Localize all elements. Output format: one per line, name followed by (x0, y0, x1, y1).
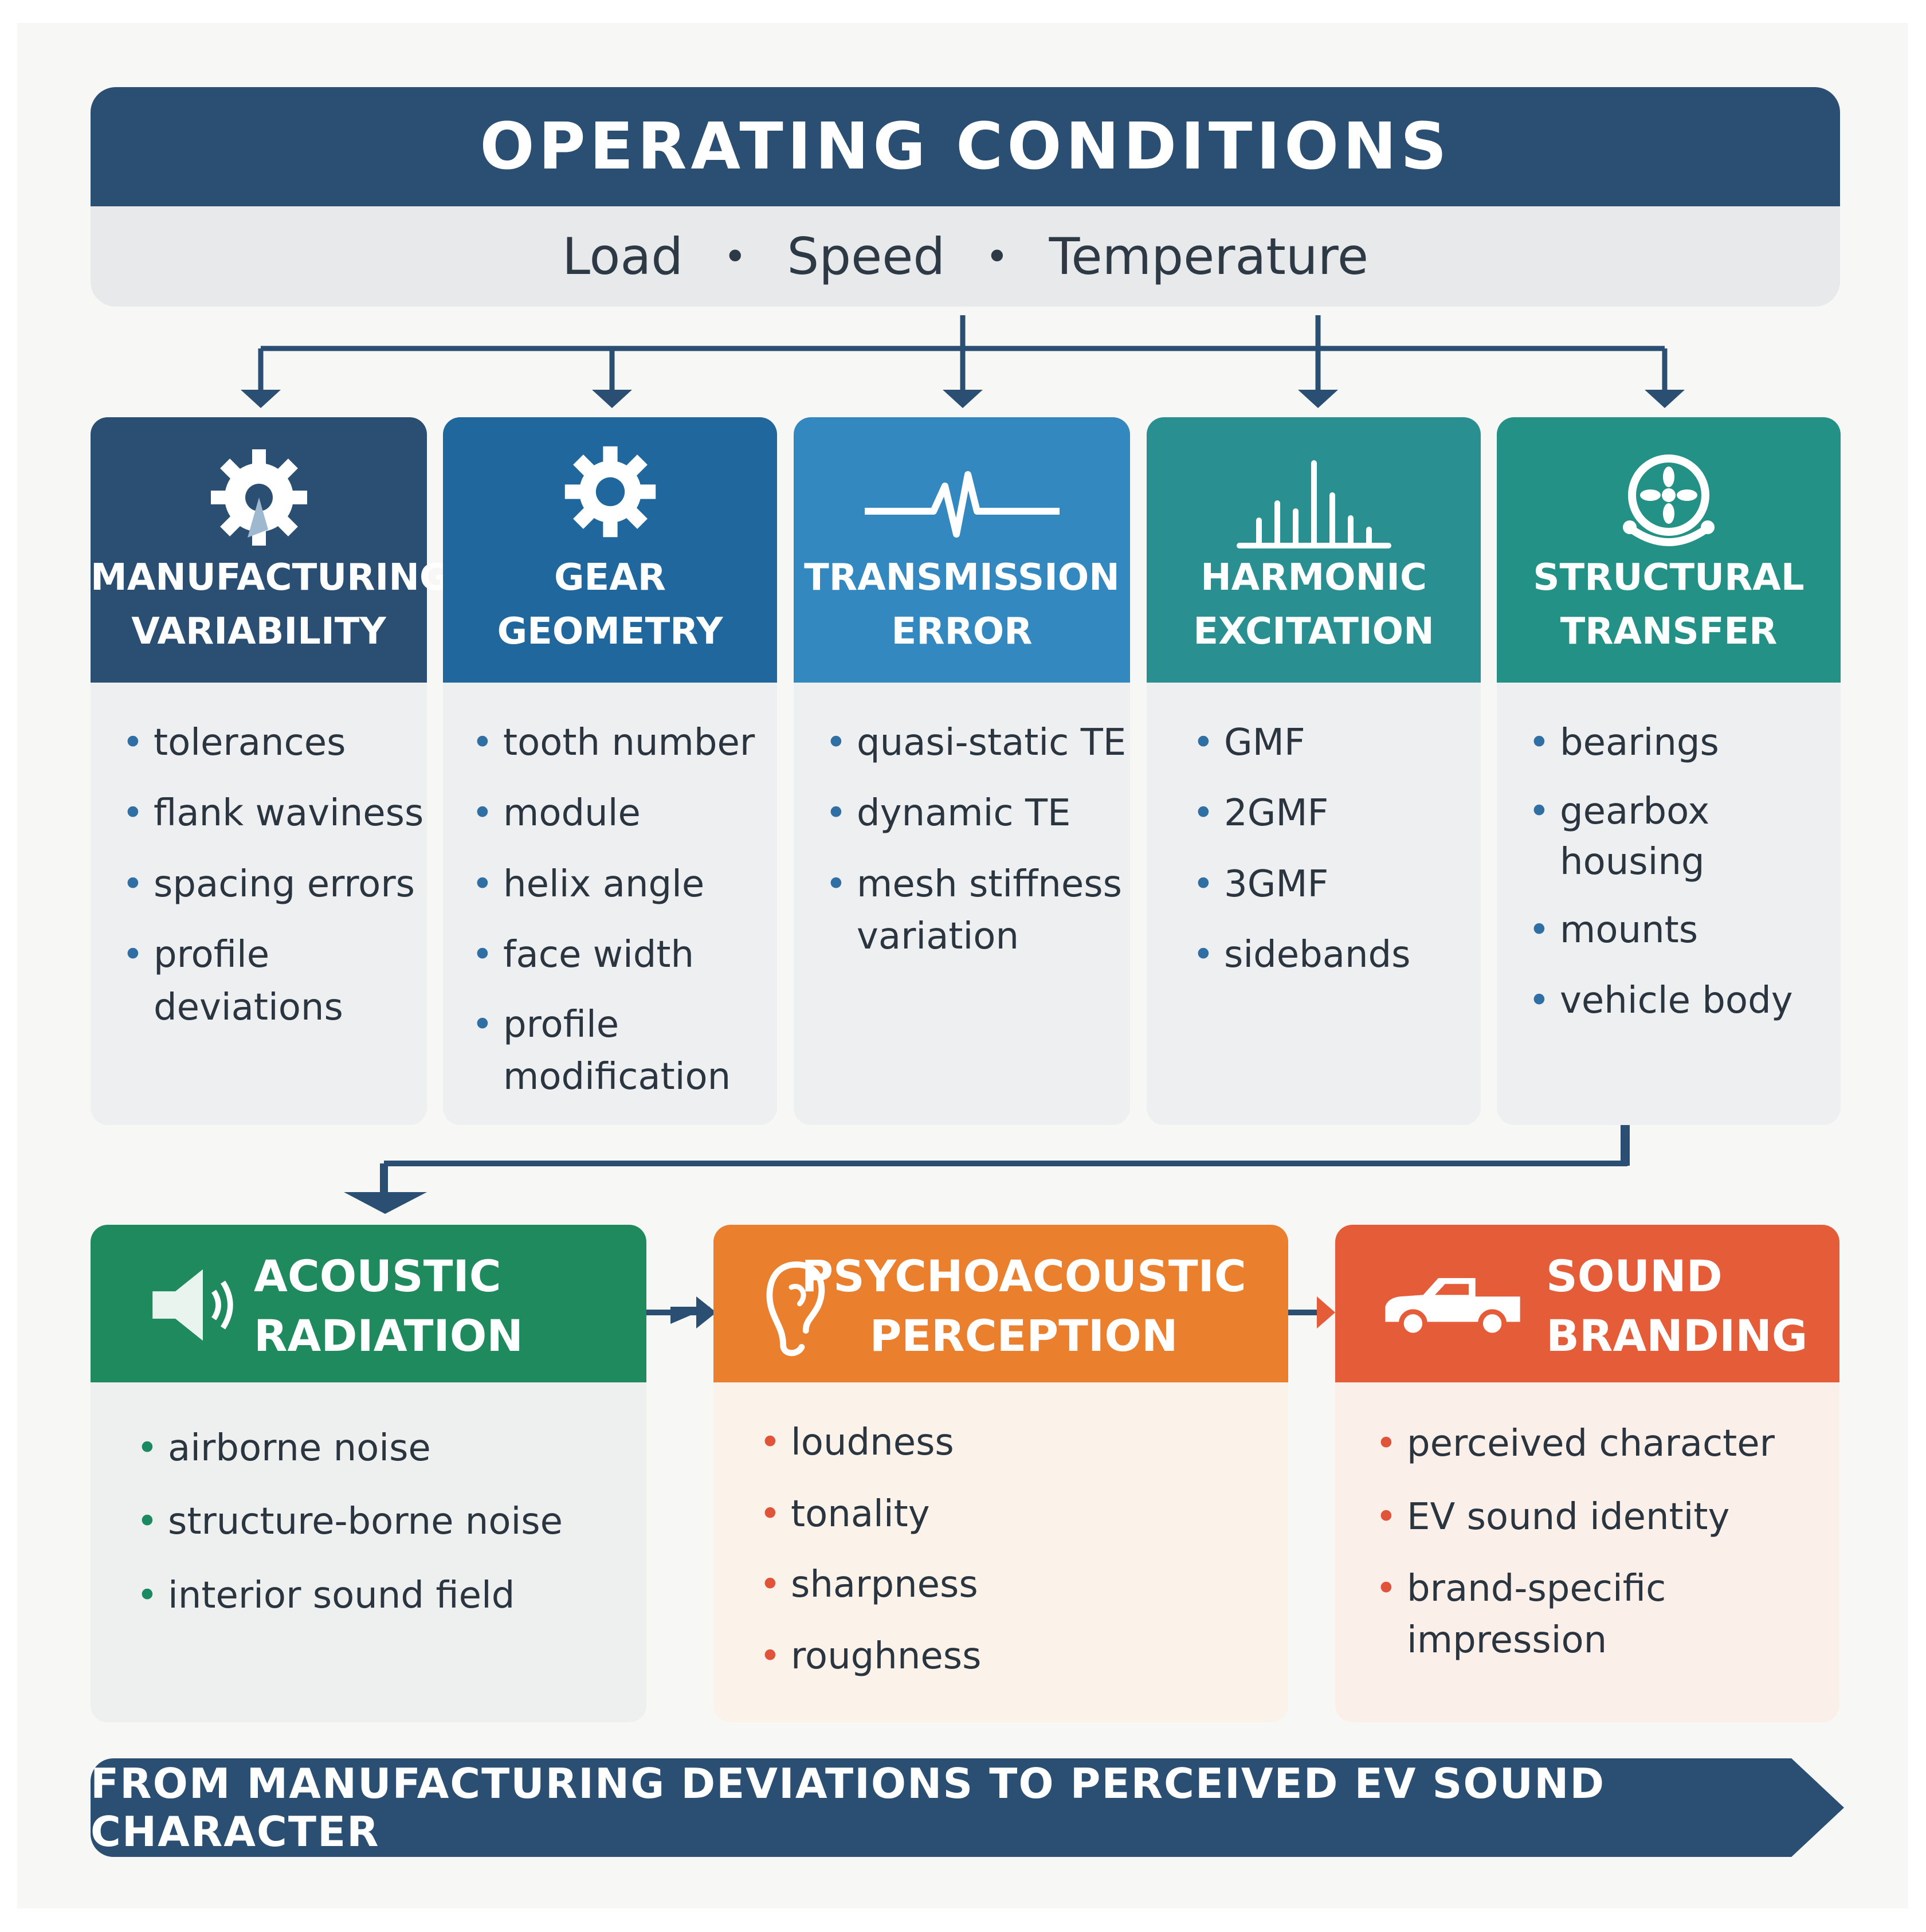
stage-transmission-error: TRANSMISSION ERROR (794, 417, 1130, 683)
condition-speed: Speed (787, 227, 946, 286)
spectrum-icon (1147, 440, 1481, 555)
stage-manufacturing-variability-body: •tolerances •flank waviness •spacing err… (91, 683, 427, 1125)
stage-title-line2: TRANSFER (1560, 610, 1778, 653)
car-icon (1381, 1262, 1524, 1363)
condition-load: Load (562, 227, 684, 286)
stage-title-line2: ERROR (891, 610, 1033, 653)
list-item-continuation: housing (1560, 841, 1705, 883)
list-item: •tolerances (122, 722, 346, 764)
output-title-line2: BRANDING (1546, 1310, 1808, 1361)
output-psychoacoustic-perception-body: •loudness •tonality •sharpness •roughnes… (713, 1382, 1288, 1722)
stage-transmission-error-body: •quasi-static TE •dynamic TE •mesh stiff… (794, 683, 1130, 1125)
list-item: •profile (122, 934, 270, 976)
output-title-line1: SOUND (1546, 1251, 1723, 1302)
gear-icon (443, 440, 777, 555)
list-item: •bearings (1528, 722, 1719, 764)
output-title-line1: PSYCHOACOUSTIC (801, 1251, 1246, 1302)
list-item: •brand-specific (1375, 1567, 1666, 1610)
stage-title-line1: STRUCTURAL (1533, 557, 1805, 599)
list-item: •loudness (759, 1421, 954, 1464)
list-item-continuation: modification (503, 1056, 731, 1098)
operating-conditions-title: OPERATING CONDITIONS (91, 87, 1840, 206)
stage-title-line2: VARIABILITY (131, 610, 386, 653)
stage-harmonic-excitation: HARMONIC EXCITATION (1147, 417, 1481, 683)
list-item: •roughness (759, 1635, 982, 1678)
condition-temperature: Temperature (1049, 227, 1368, 286)
output-title-line2: RADIATION (254, 1310, 523, 1361)
stage-gear-geometry-body: •tooth number •module •helix angle •face… (443, 683, 777, 1125)
list-item: •3GMF (1193, 863, 1329, 906)
stage-title-line1: HARMONIC (1201, 557, 1427, 599)
list-item: •interior sound field (136, 1574, 515, 1617)
list-item: •module (472, 792, 641, 834)
separator-dot: • (985, 233, 1009, 280)
stage-title-line2: EXCITATION (1193, 610, 1434, 653)
operating-conditions-list: Load • Speed • Temperature (91, 206, 1840, 307)
list-item: •EV sound identity (1375, 1496, 1730, 1538)
stage-title-line1: TRANSMISSION (804, 557, 1120, 599)
stage-gear-geometry: GEAR GEOMETRY (443, 417, 777, 683)
stage-title-line1: GEAR (554, 557, 666, 599)
stage-title-line2: GEOMETRY (497, 610, 723, 653)
list-item: •structure-borne noise (136, 1500, 563, 1543)
bearing-icon (1497, 440, 1841, 555)
list-item: •spacing errors (122, 863, 415, 906)
output-sound-branding-body: •perceived character •EV sound identity … (1335, 1382, 1839, 1722)
list-item-continuation: deviations (154, 986, 343, 1029)
list-item: •face width (472, 934, 695, 976)
output-sound-branding: SOUND BRANDING (1335, 1225, 1839, 1382)
stage-structural-transfer: STRUCTURAL TRANSFER (1497, 417, 1841, 683)
list-item: •GMF (1193, 722, 1305, 764)
summary-banner: FROM MANUFACTURING DEVIATIONS TO PERCEIV… (91, 1758, 1844, 1857)
list-item: •profile (472, 1004, 619, 1046)
list-item: •mounts (1528, 909, 1699, 951)
stage-manufacturing-variability: MANUFACTURING VARIABILITY (91, 417, 450, 683)
waveform-icon (794, 440, 1130, 555)
gear-broken-icon (91, 440, 427, 555)
list-item: •gearbox (1528, 790, 1710, 833)
separator-dot: • (723, 233, 747, 280)
output-acoustic-radiation: ACOUSTIC RADIATION (91, 1225, 646, 1382)
list-item-continuation: variation (857, 915, 1019, 958)
output-title-line2: PERCEPTION (869, 1310, 1178, 1361)
output-acoustic-radiation-body: •airborne noise •structure-borne noise •… (91, 1382, 646, 1722)
list-item: •quasi-static TE (825, 722, 1127, 764)
list-item: •vehicle body (1528, 979, 1793, 1022)
list-item: •helix angle (472, 863, 705, 906)
list-item: •dynamic TE (825, 792, 1071, 834)
output-psychoacoustic-perception: PSYCHOACOUSTIC PERCEPTION (713, 1225, 1288, 1382)
stage-title-line1: MANUFACTURING (91, 557, 450, 599)
list-item: •perceived character (1375, 1422, 1775, 1465)
list-item: •sidebands (1193, 934, 1411, 976)
list-item: •tonality (759, 1493, 930, 1535)
list-item: •2GMF (1193, 792, 1329, 834)
list-item: •tooth number (472, 722, 755, 764)
list-item: •mesh stiffness (825, 863, 1122, 906)
list-item: •flank waviness (122, 792, 424, 834)
list-item: •sharpness (759, 1563, 978, 1606)
list-item-continuation: impression (1407, 1619, 1607, 1661)
output-title-line1: ACOUSTIC (254, 1251, 501, 1302)
stage-harmonic-excitation-body: •GMF •2GMF •3GMF •sidebands (1147, 683, 1481, 1125)
stage-structural-transfer-body: •bearings •gearbox housing •mounts •vehi… (1497, 683, 1841, 1125)
speaker-icon (148, 1262, 240, 1363)
ear-icon (759, 1256, 834, 1374)
list-item: •airborne noise (136, 1427, 431, 1469)
